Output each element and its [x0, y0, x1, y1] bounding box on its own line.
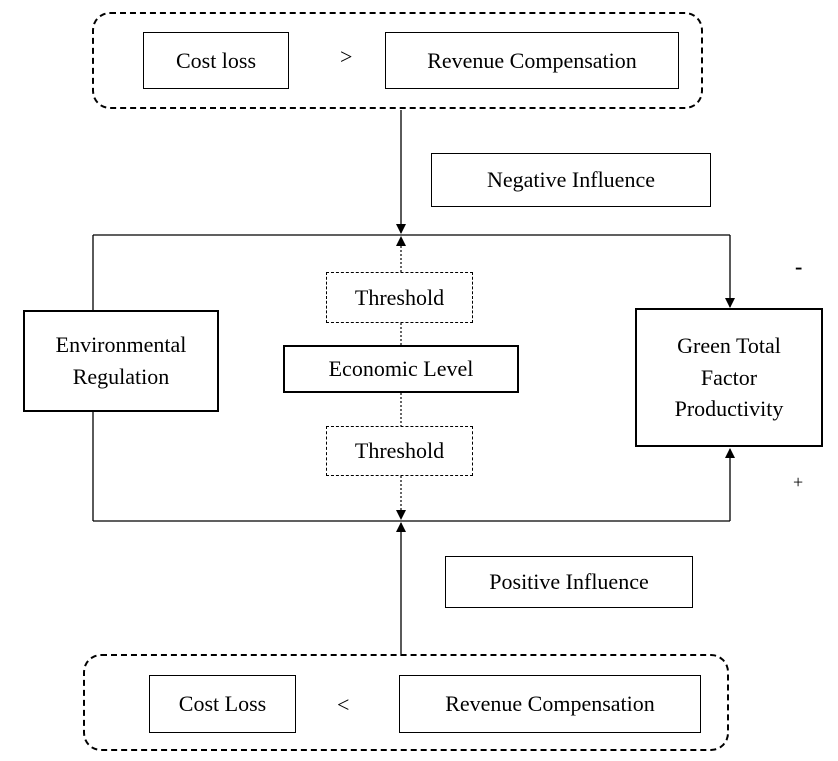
economic-level-box: Economic Level [283, 345, 519, 393]
green-productivity-line-3: Productivity [674, 396, 784, 422]
environmental-regulation-line-1: Environmental [55, 332, 187, 358]
threshold-top-label: Threshold [354, 284, 445, 310]
positive-influence-box: Positive Influence [445, 556, 693, 608]
threshold-top-box: Threshold [326, 272, 473, 323]
green-productivity-line-2: Factor [700, 364, 758, 390]
negative-influence-label: Negative Influence [487, 167, 655, 193]
top-cost-loss-box: Cost loss [143, 32, 289, 89]
bottom-cost-loss-box: Cost Loss [149, 675, 296, 733]
top-revenue-box: Revenue Compensation [385, 32, 679, 89]
bottom-condition-group [83, 654, 729, 751]
positive-influence-label: Positive Influence [489, 569, 649, 595]
minus-sign: - [795, 254, 803, 279]
bottom-cost-loss-label: Cost Loss [178, 691, 267, 717]
economic-level-label: Economic Level [328, 356, 474, 382]
green-productivity-box: Green Total Factor Productivity [635, 308, 823, 447]
threshold-bottom-box: Threshold [326, 426, 473, 476]
top-cost-loss-label: Cost loss [175, 47, 257, 73]
threshold-bottom-label: Threshold [354, 438, 445, 464]
bottom-revenue-label: Revenue Compensation [445, 691, 655, 717]
top-condition-group [92, 12, 703, 109]
top-operator: > [340, 44, 353, 69]
environmental-regulation-box: Environmental Regulation [23, 310, 219, 412]
environmental-regulation-line-2: Regulation [72, 364, 170, 389]
negative-influence-box: Negative Influence [431, 153, 711, 207]
bottom-operator: < [337, 692, 350, 717]
plus-sign: + [793, 472, 804, 492]
green-productivity-line-1: Green Total [677, 332, 781, 358]
bottom-revenue-box: Revenue Compensation [399, 675, 701, 733]
top-revenue-label: Revenue Compensation [427, 47, 637, 73]
